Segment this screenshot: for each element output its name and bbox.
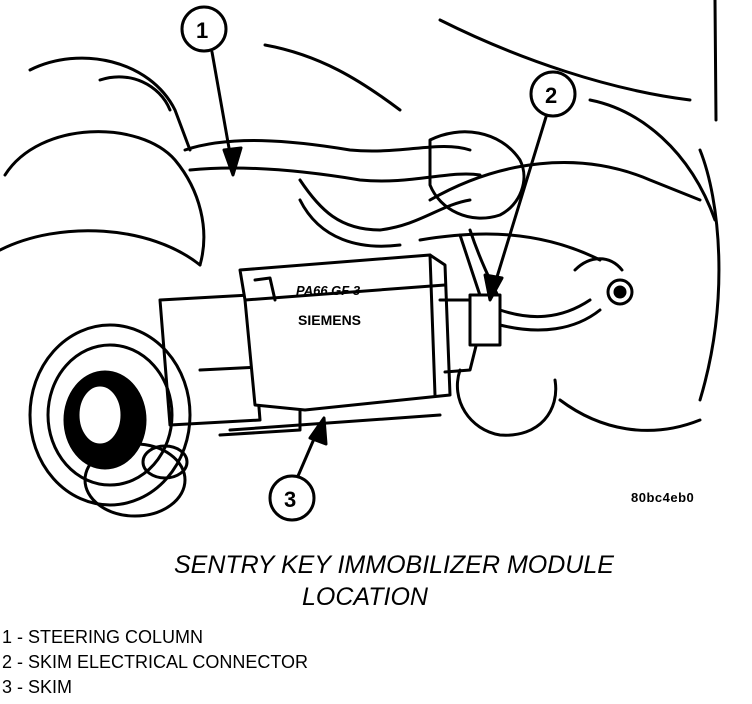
skim-module: PA66 GF 3 SIEMENS <box>238 253 482 412</box>
legend: 1 - STEERING COLUMN 2 - SKIM ELECTRICAL … <box>2 625 308 700</box>
callout-1: 1 <box>180 5 243 177</box>
module-part-label: PA66 GF 3 <box>296 283 361 298</box>
callout-3: 3 <box>268 416 328 522</box>
callout-2: 2 <box>483 70 577 302</box>
legend-item-skim-connector: 2 - SKIM ELECTRICAL CONNECTOR <box>2 652 309 672</box>
key-ring <box>83 442 189 518</box>
legend-item-steering-column: 1 - STEERING COLUMN <box>2 627 204 647</box>
legend-item-skim: 3 - SKIM <box>2 677 73 697</box>
steering-column <box>0 0 721 432</box>
figure-id-label: 80bc4eb0 <box>631 490 695 505</box>
skim-electrical-connector <box>455 257 634 437</box>
callout-2-number: 2 <box>545 83 557 108</box>
skim-location-illustration: PA66 GF 3 SIEMENS 1 2 3 <box>0 0 721 522</box>
callout-3-number: 3 <box>284 487 296 512</box>
module-brand-label: SIEMENS <box>298 312 361 328</box>
caption-line-1: SENTRY KEY IMMOBILIZER MODULE <box>174 551 614 579</box>
caption-line-2: LOCATION <box>302 583 428 611</box>
callout-1-number: 1 <box>196 18 208 43</box>
